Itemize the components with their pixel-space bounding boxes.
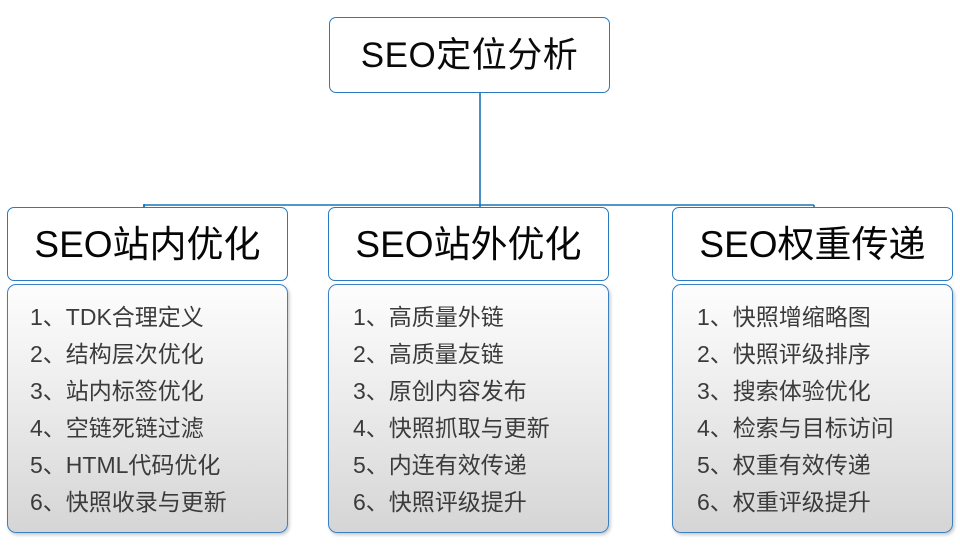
list-item[interactable]: 1、高质量外链 — [353, 304, 504, 330]
list-item[interactable]: 4、空链死链过滤 — [30, 415, 204, 441]
root-node-label: SEO定位分析 — [360, 35, 579, 75]
list-item[interactable]: 5、权重有效传递 — [697, 452, 871, 478]
item-list-1: 1、TDK合理定义 2、结构层次优化 3、站内标签优化 4、空链死链过滤 5、H… — [8, 299, 287, 521]
branch-header-label-2: SEO站外优化 — [355, 223, 582, 265]
list-item[interactable]: 4、检索与目标访问 — [697, 415, 894, 441]
list-item[interactable]: 1、快照增缩略图 — [697, 304, 871, 330]
branch-body-3: 1、快照增缩略图 2、快照评级排序 3、搜索体验优化 4、检索与目标访问 5、权… — [672, 284, 953, 533]
list-item[interactable]: 6、快照收录与更新 — [30, 489, 227, 515]
item-list-2: 1、高质量外链 2、高质量友链 3、原创内容发布 4、快照抓取与更新 5、内连有… — [329, 299, 608, 521]
branch-header-label-3: SEO权重传递 — [699, 223, 926, 265]
branch-column-2: SEO站外优化 1、高质量外链 2、高质量友链 3、原创内容发布 4、快照抓取与… — [328, 207, 609, 533]
branch-body-1: 1、TDK合理定义 2、结构层次优化 3、站内标签优化 4、空链死链过滤 5、H… — [7, 284, 288, 533]
list-item[interactable]: 1、TDK合理定义 — [30, 304, 204, 330]
list-item[interactable]: 2、快照评级排序 — [697, 341, 871, 367]
branch-header-label-1: SEO站内优化 — [34, 223, 261, 265]
branch-header-3[interactable]: SEO权重传递 — [672, 207, 953, 281]
item-list-3: 1、快照增缩略图 2、快照评级排序 3、搜索体验优化 4、检索与目标访问 5、权… — [673, 299, 952, 521]
list-item[interactable]: 3、原创内容发布 — [353, 378, 527, 404]
branch-column-3: SEO权重传递 1、快照增缩略图 2、快照评级排序 3、搜索体验优化 4、检索与… — [672, 207, 953, 533]
list-item[interactable]: 6、快照评级提升 — [353, 489, 527, 515]
list-item[interactable]: 3、搜索体验优化 — [697, 378, 871, 404]
list-item[interactable]: 5、HTML代码优化 — [30, 452, 221, 478]
list-item[interactable]: 3、站内标签优化 — [30, 378, 204, 404]
branch-column-1: SEO站内优化 1、TDK合理定义 2、结构层次优化 3、站内标签优化 4、空链… — [7, 207, 288, 533]
list-item[interactable]: 4、快照抓取与更新 — [353, 415, 550, 441]
branch-header-1[interactable]: SEO站内优化 — [7, 207, 288, 281]
branch-body-2: 1、高质量外链 2、高质量友链 3、原创内容发布 4、快照抓取与更新 5、内连有… — [328, 284, 609, 533]
list-item[interactable]: 6、权重评级提升 — [697, 489, 871, 515]
list-item[interactable]: 5、内连有效传递 — [353, 452, 527, 478]
root-node[interactable]: SEO定位分析 — [329, 17, 610, 93]
branch-header-2[interactable]: SEO站外优化 — [328, 207, 609, 281]
list-item[interactable]: 2、结构层次优化 — [30, 341, 204, 367]
list-item[interactable]: 2、高质量友链 — [353, 341, 504, 367]
